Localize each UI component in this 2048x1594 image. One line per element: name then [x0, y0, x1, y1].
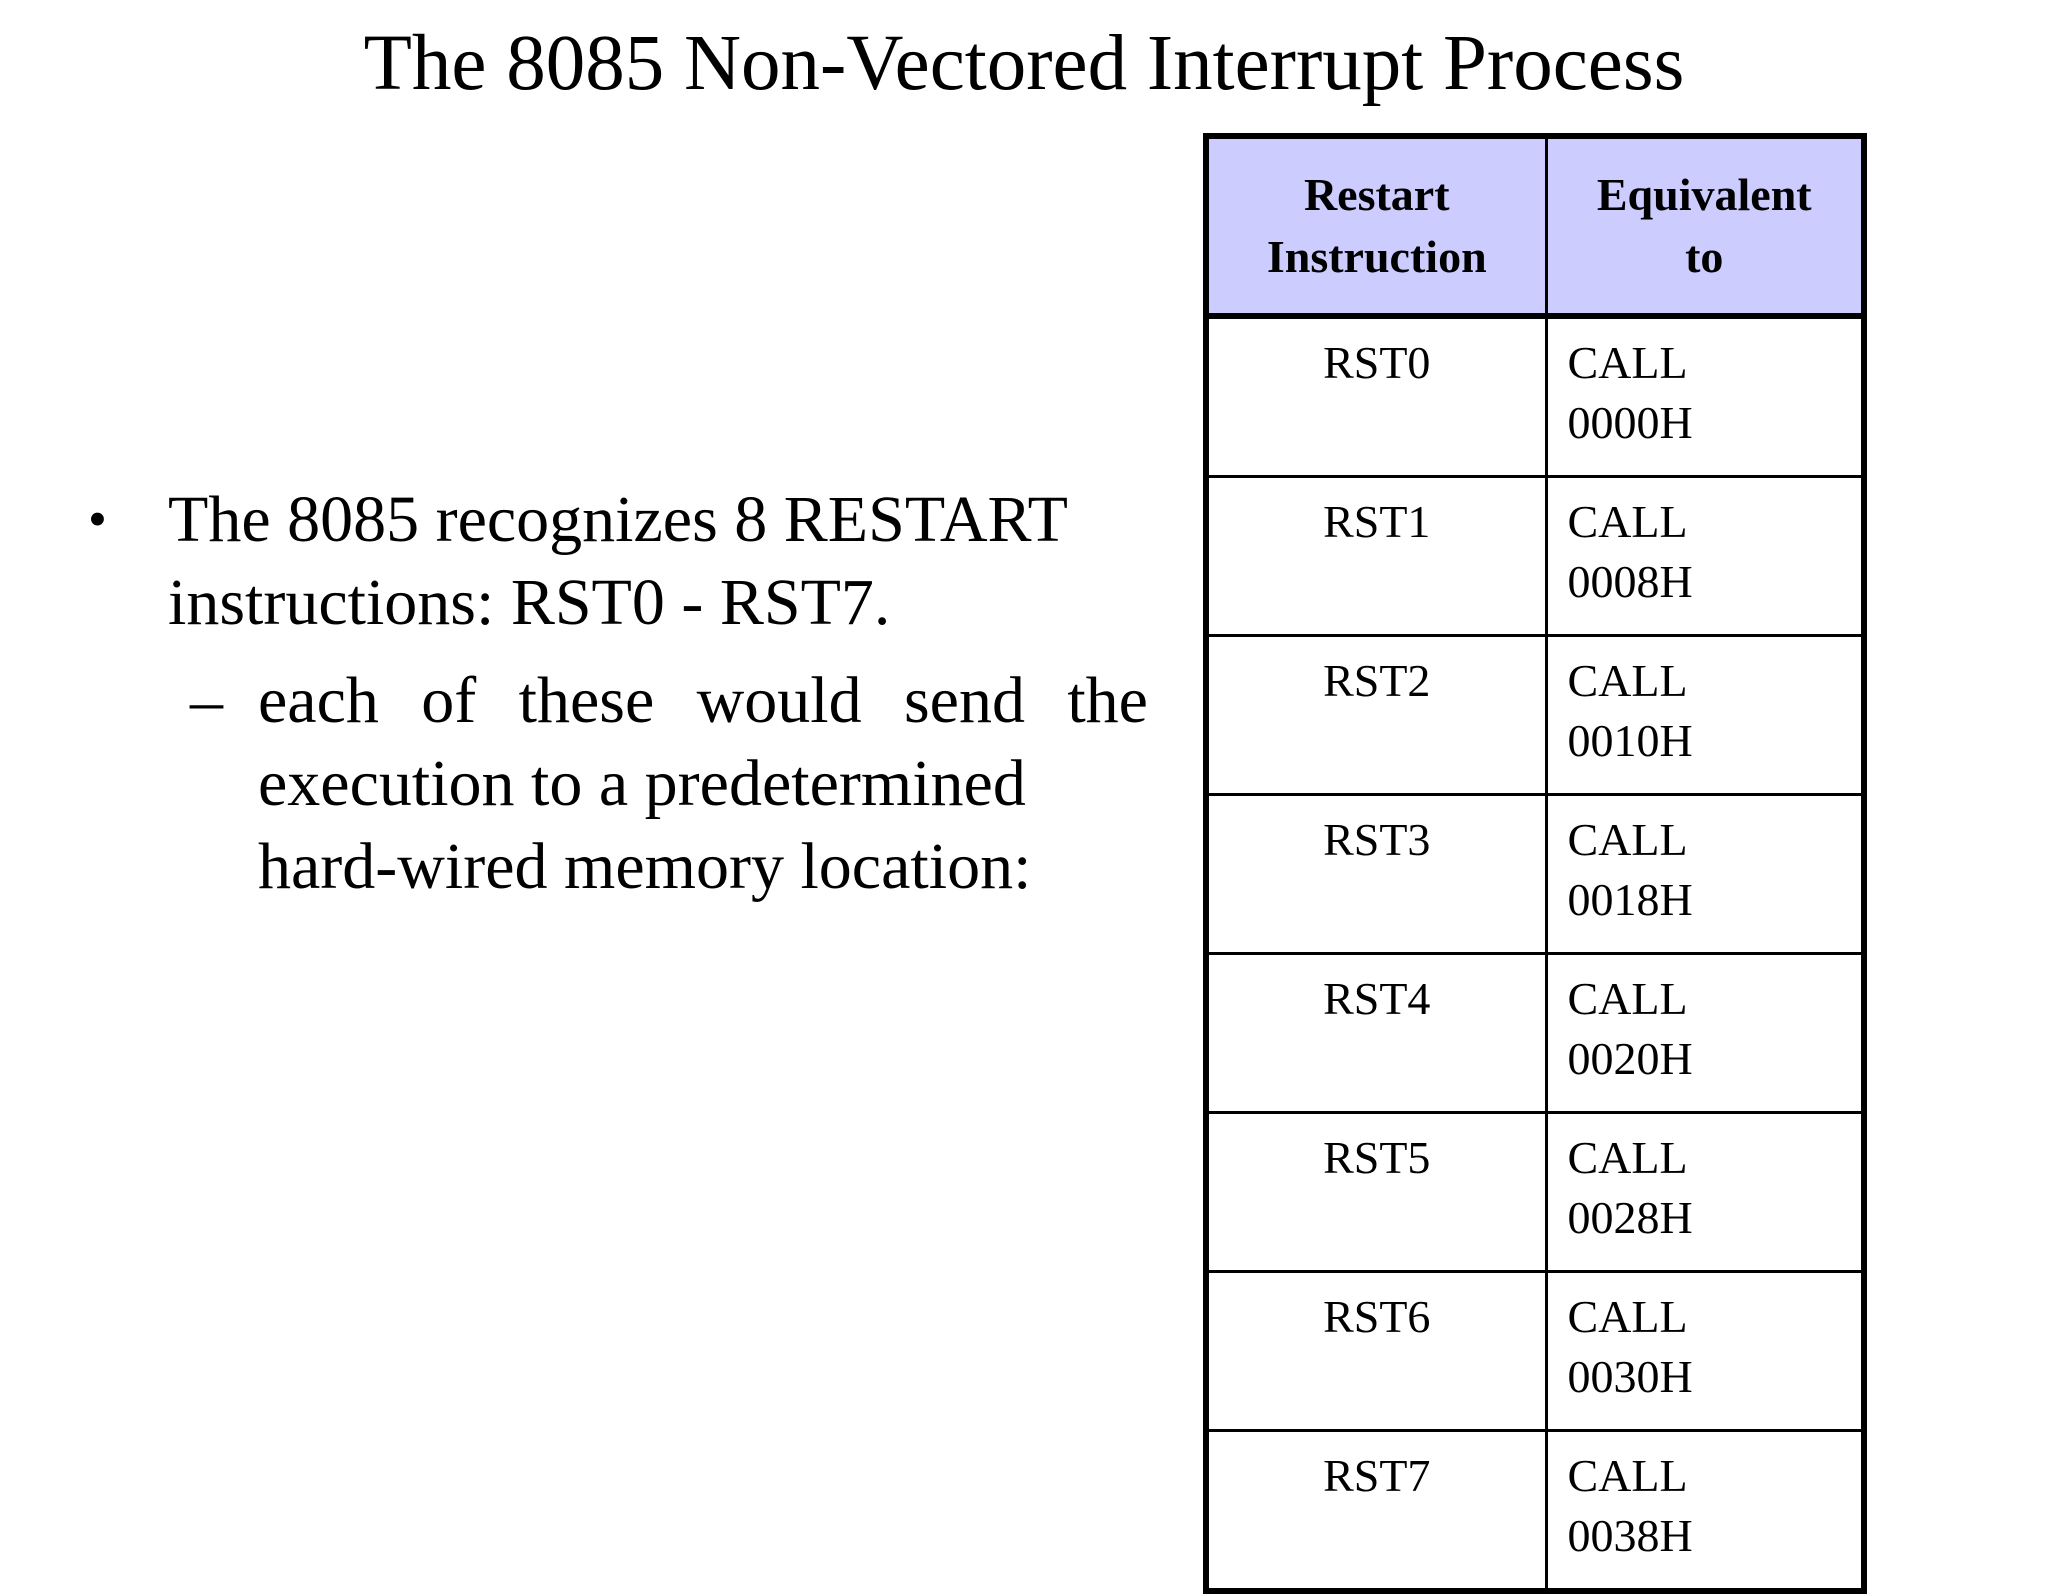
instruction-cell: RST7	[1204, 1429, 1548, 1593]
sub-bullet-word: of	[421, 664, 477, 737]
bullet-line: instructions: RST0 - RST7.	[168, 566, 891, 639]
address-text: 0008H	[1567, 556, 1693, 607]
instruction-cell: RST2	[1204, 634, 1548, 796]
sub-bullet-word: each	[258, 664, 379, 737]
table-row: RST1 CALL 0008H	[1204, 475, 1866, 637]
sub-bullet-word: the	[1067, 664, 1148, 737]
call-text: CALL	[1567, 1132, 1688, 1183]
header-restart-instruction: Restart Instruction	[1204, 134, 1548, 319]
equivalent-cell: CALL 0010H	[1544, 634, 1866, 796]
sub-bullet-word: these	[518, 664, 655, 737]
call-text: CALL	[1567, 1450, 1688, 1501]
header-text: Restart	[1303, 169, 1450, 220]
header-text: to	[1685, 231, 1724, 282]
table-row: RST3 CALL 0018H	[1204, 793, 1866, 955]
equivalent-cell: CALL 0020H	[1544, 952, 1866, 1114]
table-row: RST5 CALL 0028H	[1204, 1111, 1866, 1273]
restart-table: Restart Instruction Equivalent to RST0 C…	[1203, 133, 1867, 1594]
bullet-item: • The 8085 recognizes 8 RESTART instruct…	[88, 478, 1148, 644]
equivalent-cell: CALL 0030H	[1544, 1270, 1866, 1432]
table-row: RST4 CALL 0020H	[1204, 952, 1866, 1114]
slide-title: The 8085 Non-Vectored Interrupt Process	[363, 20, 1685, 107]
address-text: 0000H	[1567, 397, 1693, 448]
header-text: Instruction	[1266, 231, 1487, 282]
table-row: RST2 CALL 0010H	[1204, 634, 1866, 796]
equivalent-cell: CALL 0028H	[1544, 1111, 1866, 1273]
instruction-cell: RST0	[1204, 314, 1548, 478]
equivalent-cell: CALL 0008H	[1544, 475, 1866, 637]
call-text: CALL	[1567, 655, 1688, 706]
call-text: CALL	[1567, 1291, 1688, 1342]
table-row: RST7 CALL 0038H	[1204, 1429, 1866, 1593]
instruction-cell: RST6	[1204, 1270, 1548, 1432]
address-text: 0030H	[1567, 1351, 1693, 1402]
instruction-cell: RST1	[1204, 475, 1548, 637]
bullet-line: The 8085 recognizes 8 RESTART	[168, 483, 1068, 556]
table-row: RST0 CALL 0000H	[1204, 314, 1866, 478]
header-text: Equivalent	[1596, 169, 1812, 220]
sub-bullet-word: would	[696, 664, 862, 737]
address-text: 0018H	[1567, 874, 1693, 925]
sub-bullet-line: hard-wired memory location:	[258, 830, 1032, 903]
equivalent-cell: CALL 0000H	[1544, 314, 1866, 478]
sub-bullet-line: execution to a predetermined	[258, 747, 1026, 820]
call-text: CALL	[1567, 973, 1688, 1024]
call-text: CALL	[1567, 496, 1688, 547]
address-text: 0028H	[1567, 1192, 1693, 1243]
instruction-cell: RST5	[1204, 1111, 1548, 1273]
bullet-dot-icon: •	[88, 489, 107, 549]
call-text: CALL	[1567, 814, 1688, 865]
table-header-row: Restart Instruction Equivalent to	[1204, 134, 1866, 319]
equivalent-cell: CALL 0038H	[1544, 1429, 1866, 1593]
table-row: RST6 CALL 0030H	[1204, 1270, 1866, 1432]
dash-icon: –	[190, 664, 223, 737]
instruction-cell: RST3	[1204, 793, 1548, 955]
header-equivalent-to: Equivalent to	[1544, 134, 1866, 319]
address-text: 0020H	[1567, 1033, 1693, 1084]
address-text: 0038H	[1567, 1510, 1693, 1561]
equivalent-cell: CALL 0018H	[1544, 793, 1866, 955]
bullet-list: • The 8085 recognizes 8 RESTART instruct…	[88, 478, 1148, 908]
call-text: CALL	[1567, 337, 1688, 388]
address-text: 0010H	[1567, 715, 1693, 766]
sub-bullet-word: send	[903, 664, 1025, 737]
instruction-cell: RST4	[1204, 952, 1548, 1114]
